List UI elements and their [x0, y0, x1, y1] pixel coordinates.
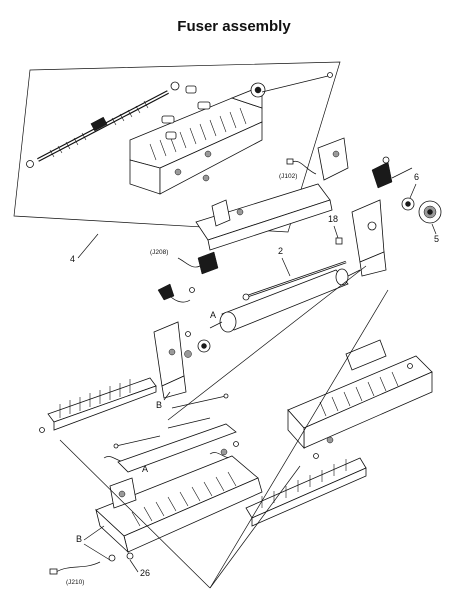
callout-4: 4	[70, 254, 75, 264]
side-plate-parts	[317, 137, 413, 277]
page-title: Fuser assembly	[177, 18, 291, 35]
callout-18: 18	[328, 214, 338, 224]
subassembly-4-fuser-frame	[129, 72, 333, 195]
right-delivery-guide	[287, 339, 433, 450]
subassembly-4-frame	[13, 61, 341, 233]
callout-a-bottom: A	[142, 464, 148, 474]
thermistor-j208	[177, 251, 219, 275]
pressure-roller	[209, 268, 361, 333]
callout-5: 5	[434, 234, 439, 244]
connector-j102	[286, 158, 317, 175]
part-18-clip	[335, 237, 343, 245]
gear-6	[401, 197, 415, 211]
connector-j210-label: (J210)	[66, 579, 84, 586]
right-exit-guide	[245, 453, 367, 527]
left-entry-guide	[39, 377, 157, 433]
sensor-flag	[157, 283, 195, 303]
exploded-leader-lines	[59, 265, 389, 589]
left-side-plate	[153, 321, 191, 399]
callout-a-top: A	[210, 310, 216, 320]
callout-b-bottom: B	[76, 534, 82, 544]
small-gear	[184, 339, 211, 358]
sensor-j210	[49, 552, 134, 575]
callout-26: 26	[140, 568, 150, 578]
callout-b-top: B	[156, 400, 162, 410]
callout-6: 6	[414, 172, 419, 182]
subassembly-4-roller-shaft	[26, 81, 180, 168]
gear-5	[418, 200, 442, 224]
callout-2: 2	[278, 246, 283, 256]
subassembly-4-springs	[161, 85, 212, 182]
connector-j208-label: (J208)	[150, 249, 168, 256]
heating-element-assembly	[195, 183, 333, 251]
lower-main-frame	[95, 423, 263, 554]
pressure-shaft-2	[242, 260, 347, 301]
connector-j102-label: (J102)	[279, 173, 297, 180]
